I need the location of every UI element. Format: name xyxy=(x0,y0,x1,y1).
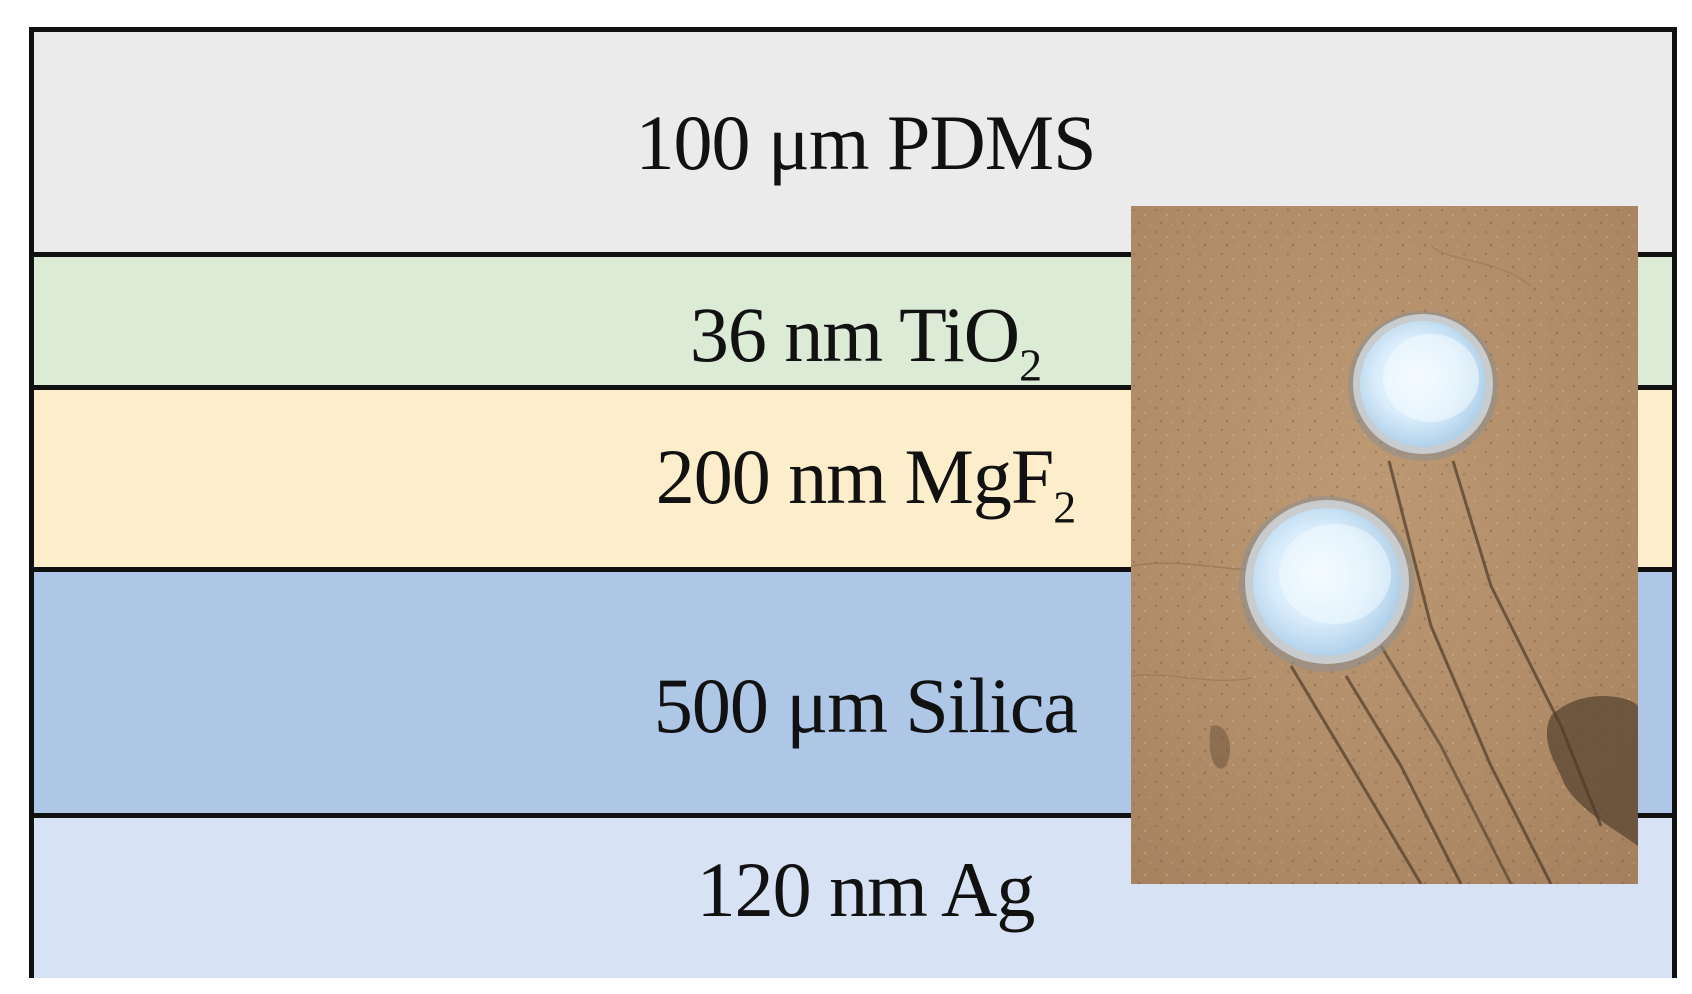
layer-pdms: 100 μm PDMS xyxy=(34,32,1672,257)
sample-photo-image xyxy=(1131,206,1638,884)
layer-label-ag: 120 nm Ag xyxy=(696,846,1036,933)
layer-label-mgf2: 200 nm MgF2 xyxy=(655,433,1076,533)
layer-label-tio2: 36 nm TiO2 xyxy=(689,291,1042,391)
layer-label-pdms: 100 μm PDMS xyxy=(635,99,1097,186)
layer-label-silica: 500 μm Silica xyxy=(653,662,1078,749)
sample-photo xyxy=(1131,206,1638,884)
